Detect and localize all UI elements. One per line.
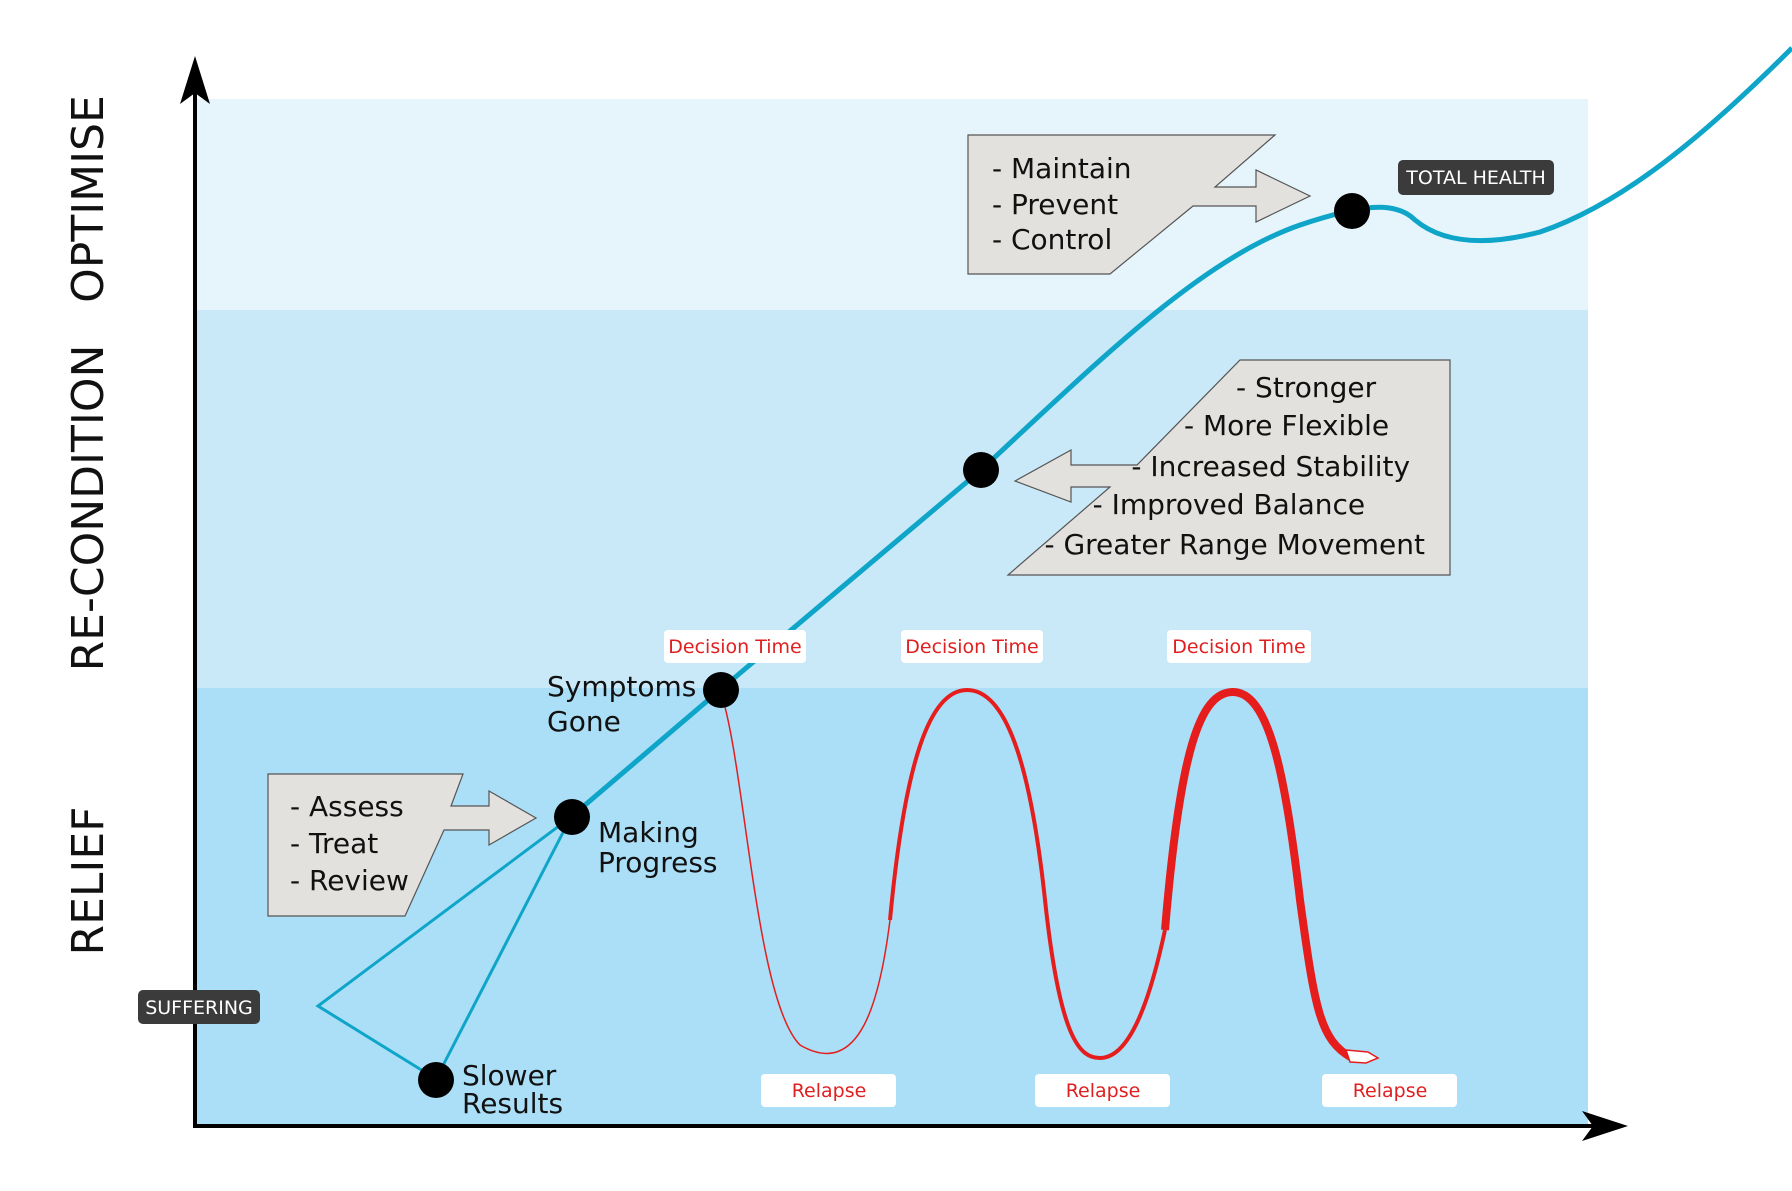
optimise-callout [967, 134, 1312, 275]
optimise-callout-text: - Maintain - Prevent - Control [992, 152, 1140, 256]
relapse-text-2: Relapse [1066, 1080, 1141, 1102]
zone-optimise-band [195, 99, 1588, 310]
relapse-tag-3 [1322, 1074, 1457, 1107]
decision-time-text-3: Decision Time [1172, 636, 1305, 658]
label-symptoms-gone: Symptoms Gone [547, 670, 705, 738]
recondition-callout-text: - Stronger - More Flexible - Increased S… [1044, 371, 1425, 561]
decision-time-text-1: Decision Time [668, 636, 801, 658]
decision-time-tag-1 [664, 630, 806, 663]
suffering-tag-text: SUFFERING [145, 997, 253, 1019]
decision-time-text-2: Decision Time [905, 636, 1038, 658]
relapse-tag-1 [761, 1074, 896, 1107]
suffering-tag [138, 990, 260, 1024]
relief-callout [267, 773, 538, 917]
relapse-curve-2 [888, 687, 1167, 1061]
slower-results-curve [434, 816, 573, 1080]
node-recondition [963, 452, 999, 488]
zone-label-recondition: RE-CONDITION [63, 345, 114, 672]
total-health-tag [1398, 160, 1554, 195]
recondition-callout [1006, 359, 1451, 576]
main-recovery-curve [569, 46, 1792, 819]
total-health-tag-text: TOTAL HEALTH [1405, 167, 1545, 189]
node-making-progress [554, 799, 590, 835]
relief-callout-text: - Assess - Treat - Review [290, 790, 413, 897]
relapse-curve-1 [719, 689, 891, 1055]
node-total-health [1334, 193, 1370, 229]
y-axis-arrow-icon [180, 56, 210, 104]
zone-label-relief: RELIEF [63, 807, 114, 956]
relapse-text-1: Relapse [792, 1080, 867, 1102]
label-slower-results: Slower Results [462, 1059, 565, 1120]
decision-time-tag-3 [1167, 630, 1311, 663]
node-slower-results [418, 1062, 454, 1098]
label-making-progress: Making Progress [598, 816, 718, 879]
x-axis-arrow-icon [1582, 1111, 1628, 1141]
suffering-curve [315, 815, 572, 1081]
node-symptoms-gone [703, 672, 739, 708]
relapse-curve-3 [1161, 687, 1355, 1062]
relapse-text-3: Relapse [1353, 1080, 1428, 1102]
zone-label-optimise: OPTIMISE [63, 95, 114, 303]
relapse-tag-2 [1035, 1074, 1170, 1107]
decision-time-tag-2 [901, 630, 1043, 663]
pointing-hand-icon [1344, 1049, 1380, 1064]
